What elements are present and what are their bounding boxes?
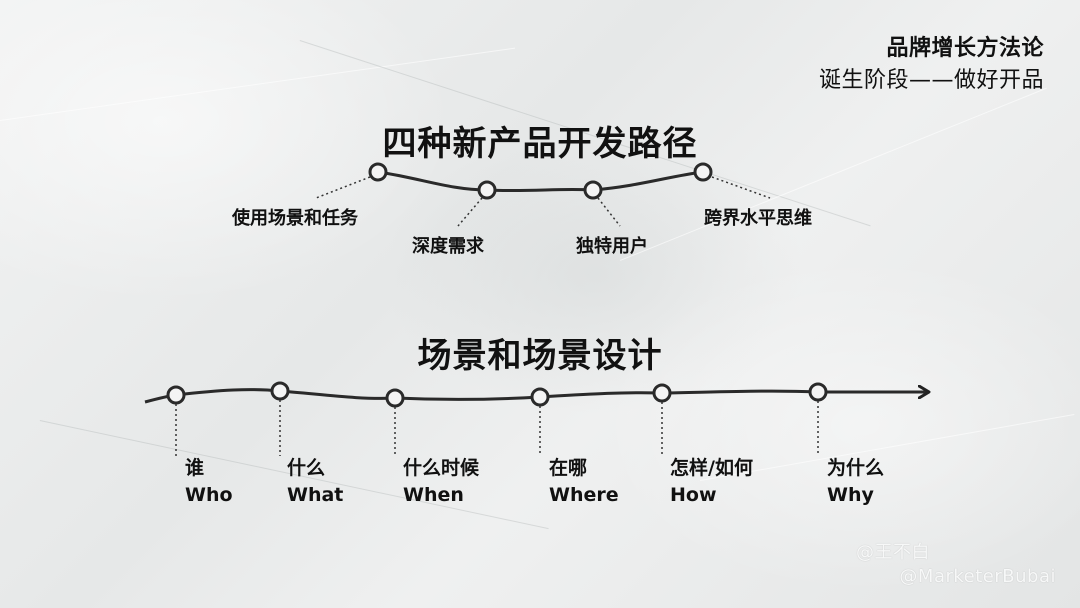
- step-cn: 谁: [185, 457, 205, 479]
- path-label-crossover: 跨界水平思维: [704, 208, 812, 229]
- step-cn: 什么时候: [403, 457, 480, 479]
- step-how: 怎样/如何 How: [670, 455, 753, 509]
- path-node: [693, 162, 713, 182]
- step-cn: 什么: [287, 457, 326, 479]
- watermark-handle: @MarketerBubai: [899, 566, 1056, 587]
- path-node: [583, 180, 603, 200]
- path-node: [368, 162, 388, 182]
- connector-line: [457, 197, 483, 227]
- step-en: What: [287, 484, 344, 506]
- path-label-unique-user: 独特用户: [576, 236, 648, 257]
- step-en: Who: [185, 484, 233, 506]
- section1-title: 四种新产品开发路径: [382, 124, 698, 164]
- step-en: Why: [827, 484, 874, 506]
- step-who: 谁 Who: [185, 455, 233, 509]
- path-label-scenario-task: 使用场景和任务: [232, 208, 358, 229]
- step-when: 什么时候 When: [403, 455, 479, 509]
- step-why: 为什么 Why: [827, 455, 884, 509]
- connector-line: [315, 176, 371, 199]
- step-node: [530, 387, 550, 407]
- header-title: 品牌增长方法论: [886, 36, 1044, 61]
- header-subtitle: 诞生阶段——做好开品: [818, 68, 1044, 93]
- path-label-deep-need: 深度需求: [412, 236, 484, 257]
- step-node: [808, 382, 828, 402]
- step-node: [270, 381, 290, 401]
- section2-title: 场景和场景设计: [417, 336, 663, 376]
- timeline-arrow: [144, 390, 928, 404]
- connector-line: [597, 197, 621, 227]
- connector-line: [711, 176, 771, 199]
- path-node: [477, 180, 497, 200]
- step-node: [385, 388, 405, 408]
- step-node: [166, 385, 186, 405]
- step-where: 在哪 Where: [549, 455, 619, 509]
- path-curve: [377, 170, 704, 193]
- step-en: Where: [549, 484, 619, 506]
- step-en: When: [403, 484, 464, 506]
- step-what: 什么 What: [287, 455, 343, 509]
- step-cn: 怎样/如何: [670, 457, 753, 479]
- step-node: [652, 383, 672, 403]
- step-cn: 在哪: [549, 457, 588, 479]
- step-en: How: [670, 484, 717, 506]
- step-cn: 为什么: [827, 457, 885, 479]
- watermark-author: @王不白: [856, 542, 930, 563]
